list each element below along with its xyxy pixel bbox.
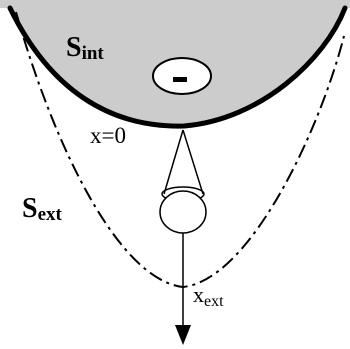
cone-right-edge: [182, 129, 204, 195]
s-int-label-main: S: [66, 32, 82, 63]
s-int-label: Sint: [66, 32, 104, 64]
x-zero-label: x=0: [90, 123, 126, 148]
x-ext-label-main: x: [193, 282, 204, 307]
sphere: [159, 190, 207, 234]
s-ext-label: Sext: [22, 193, 63, 225]
s-int-curve: [7, 5, 348, 129]
s-int-label-sub: int: [82, 43, 105, 64]
s-ext-label-sub: ext: [38, 204, 63, 225]
minus-sign: [173, 77, 187, 82]
cone-left-edge: [163, 129, 184, 195]
negative-charge-ellipse: [152, 57, 212, 95]
x-ext-label-sub: ext: [204, 293, 224, 310]
x-ext-label: xext: [193, 282, 224, 310]
s-ext-label-main: S: [22, 193, 38, 224]
x-axis-arrowhead: [175, 325, 191, 345]
